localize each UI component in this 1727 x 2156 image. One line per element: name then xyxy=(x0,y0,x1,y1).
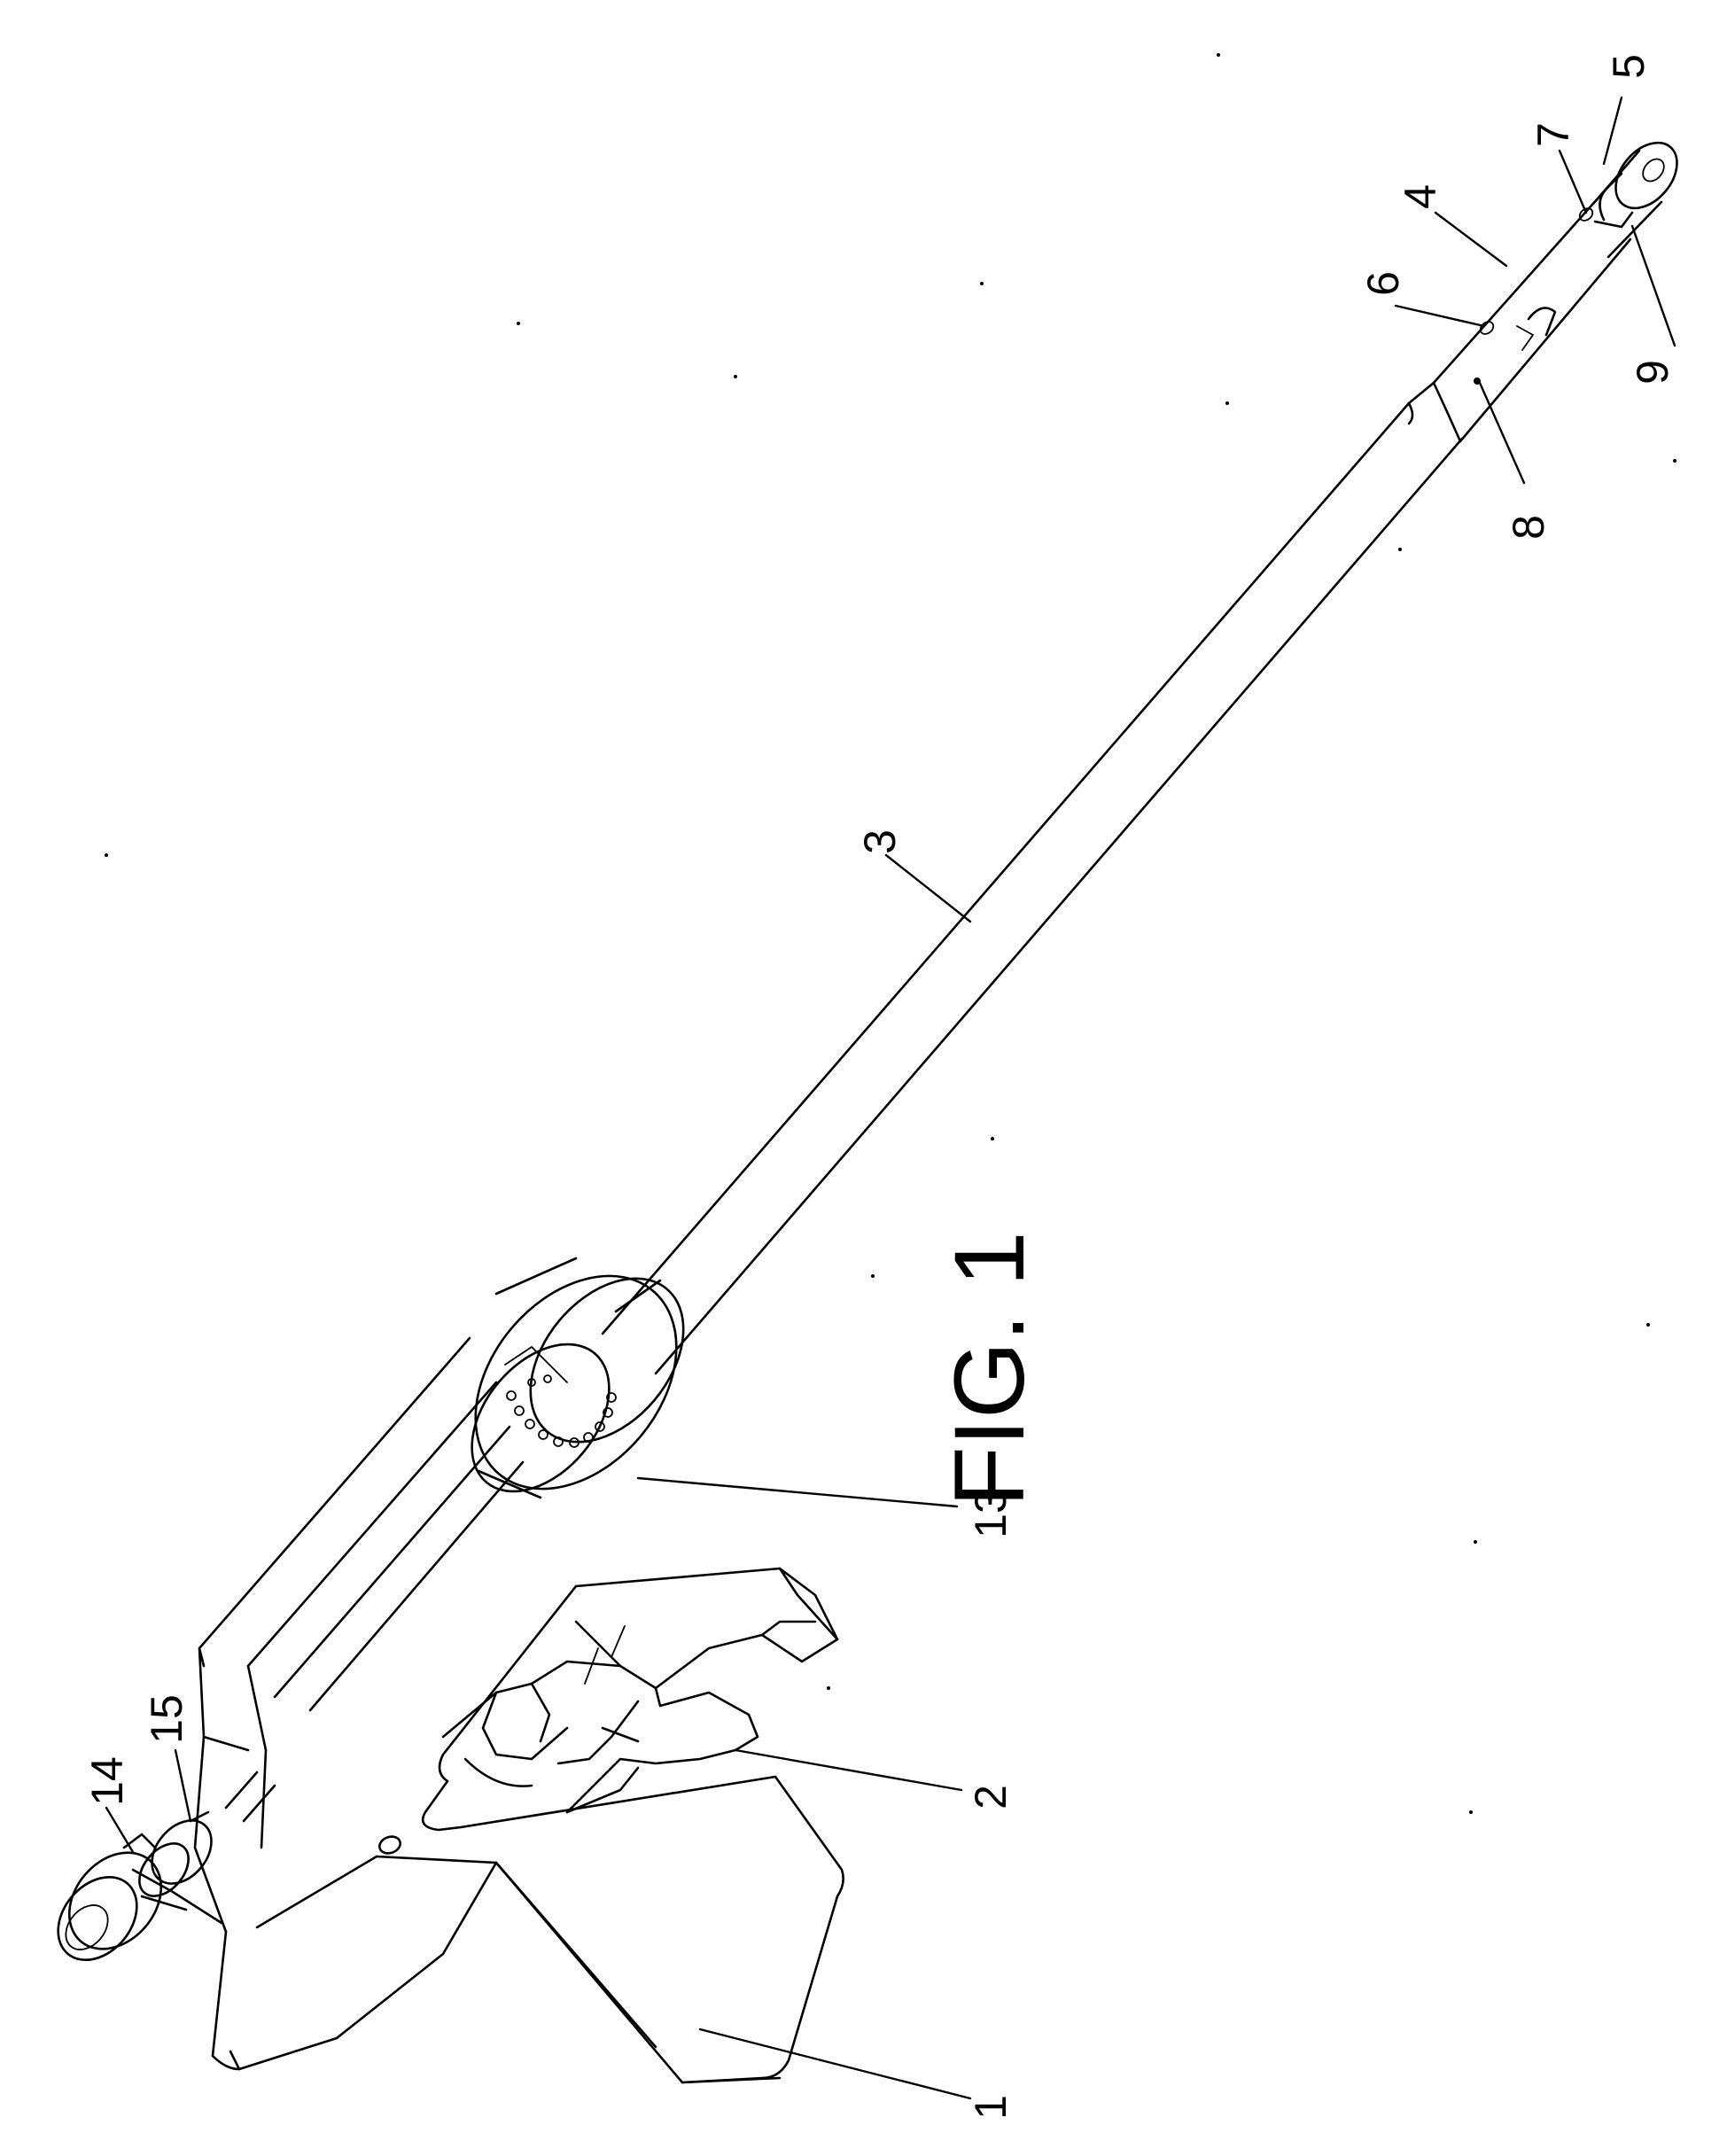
leader-9 xyxy=(1632,226,1675,346)
handle-body xyxy=(195,1338,844,2082)
trigger xyxy=(443,1568,837,1812)
label-3: 3 xyxy=(855,829,905,854)
leader-5 xyxy=(1604,97,1622,164)
label-5: 5 xyxy=(1604,54,1653,79)
label-4: 4 xyxy=(1396,184,1445,209)
reference-labels: 3 5 7 4 6 9 8 13 2 1 14 15 xyxy=(82,54,1677,2120)
leader-7 xyxy=(1560,151,1586,213)
label-1: 1 xyxy=(966,2095,1015,2120)
label-9: 9 xyxy=(1628,360,1677,385)
label-14: 14 xyxy=(82,1756,132,1806)
label-6: 6 xyxy=(1358,271,1408,296)
shaft xyxy=(603,383,1462,1374)
label-7: 7 xyxy=(1529,122,1578,147)
rotation-knob xyxy=(434,1237,717,1529)
figure-caption: FIG. 1 xyxy=(934,1231,1045,1506)
leader-1 xyxy=(700,2029,970,2098)
leader-3 xyxy=(886,855,970,922)
leader-4 xyxy=(1435,213,1506,266)
knob-hole-ring xyxy=(507,1375,616,1447)
shaft-tip xyxy=(1434,131,1689,441)
label-15: 15 xyxy=(142,1694,191,1744)
rear-assembly xyxy=(42,1772,275,1975)
leader-14 xyxy=(106,1808,133,1852)
label-8: 8 xyxy=(1504,515,1553,540)
leader-13 xyxy=(638,1478,957,1506)
leader-8 xyxy=(1480,383,1524,483)
leader-6 xyxy=(1396,306,1484,326)
leader-2 xyxy=(735,1750,961,1790)
scan-specks xyxy=(105,53,1676,1814)
label-2: 2 xyxy=(966,1785,1015,1810)
leader-15 xyxy=(175,1750,191,1821)
